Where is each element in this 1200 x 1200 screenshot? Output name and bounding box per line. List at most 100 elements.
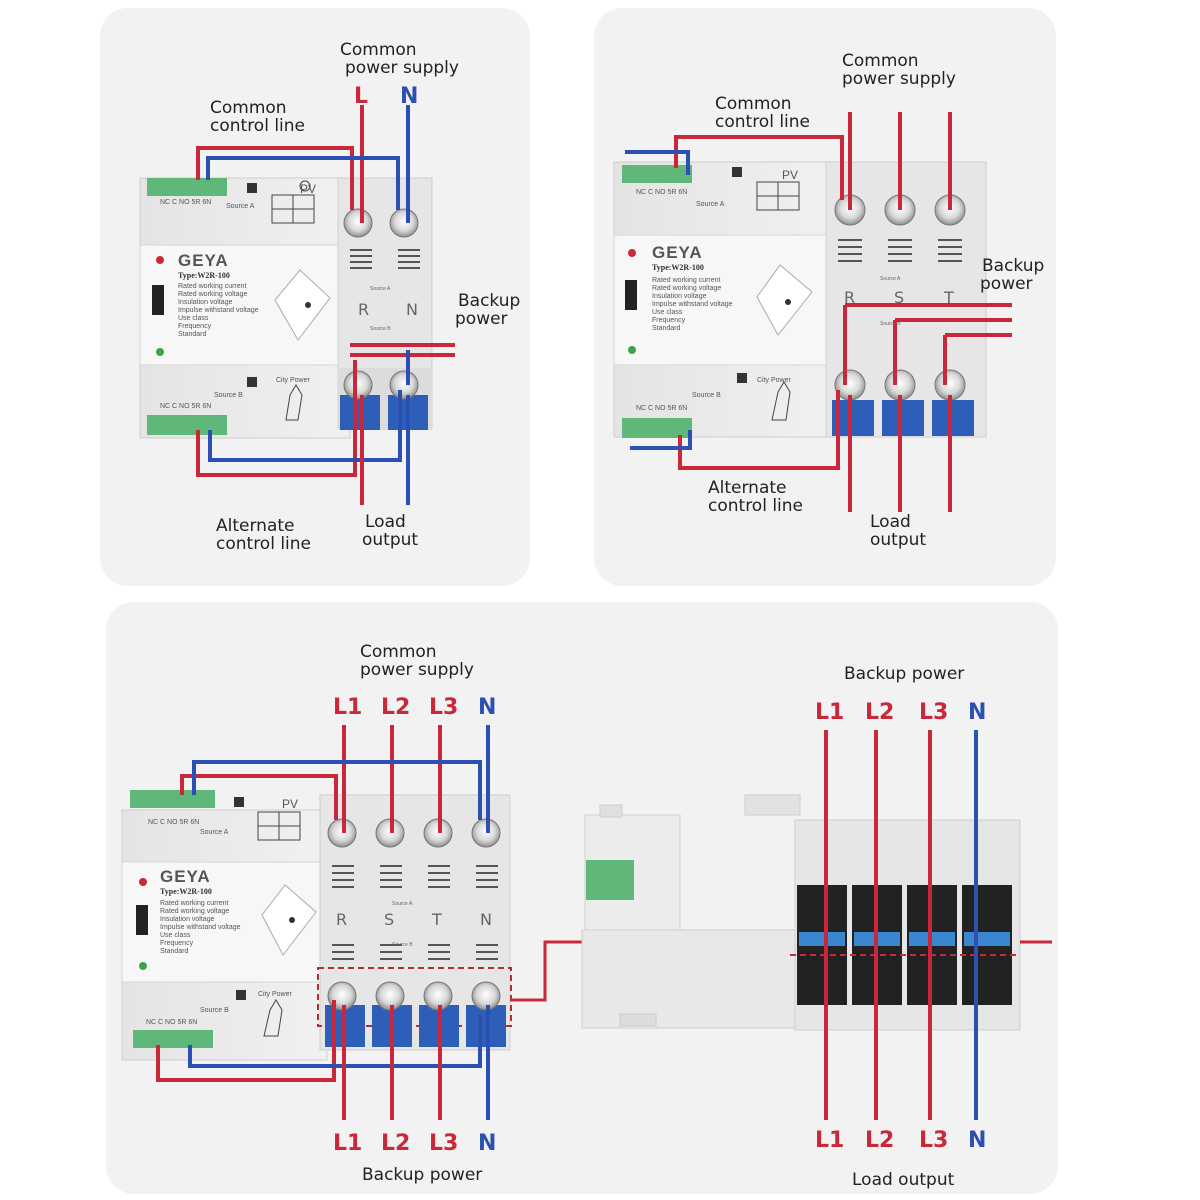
blue-terminal — [882, 400, 924, 436]
svg-text:Type:W2R-100: Type:W2R-100 — [160, 887, 212, 896]
indicator-a-icon — [156, 256, 164, 264]
brand-label: GEYA — [178, 251, 229, 270]
svg-text:Source A: Source A — [370, 286, 391, 292]
indicator-b-icon — [139, 962, 147, 970]
svg-text:Impulse withstand voltage: Impulse withstand voltage — [178, 307, 259, 314]
indicator-a-icon — [628, 249, 636, 257]
blue-band — [964, 932, 1010, 946]
label-common-control-line: Common — [210, 98, 287, 118]
rotary-knob — [756, 264, 813, 336]
label-alternate-control-line: Alternate — [708, 478, 786, 498]
svg-text:NC C NO 5R 6N: NC C NO 5R 6N — [148, 819, 199, 826]
svg-text:S: S — [384, 910, 394, 929]
svg-text:Use class: Use class — [652, 309, 683, 316]
label-load-output: Load — [870, 512, 911, 532]
jumper-box — [317, 967, 512, 1027]
panel2-wires — [625, 112, 1012, 512]
panel2-labels: Common power supply Common control line … — [708, 51, 1044, 550]
svg-text:L1: L1 — [333, 1131, 362, 1156]
mode-switch — [136, 905, 148, 935]
label-common-control-line: Common — [715, 94, 792, 114]
svg-text:Source A: Source A — [392, 901, 413, 907]
panel3-breaker — [581, 794, 1021, 1031]
label-common-power-supply: Common — [340, 40, 417, 60]
label-common-power-supply: Common — [842, 51, 919, 71]
label-load-output: Load — [365, 512, 406, 532]
svg-text:L3: L3 — [429, 1131, 458, 1156]
svg-text:City Power: City Power — [258, 991, 293, 998]
panel3-left-labels: Common power supply L1 L2 L3 N L1 L2 L3 … — [333, 642, 496, 1185]
svg-text:power: power — [455, 309, 508, 329]
svg-text:N: N — [478, 1131, 496, 1156]
svg-text:Insulation voltage: Insulation voltage — [160, 916, 215, 923]
svg-text:Source B: Source B — [370, 326, 391, 332]
svg-text:control line: control line — [708, 496, 803, 516]
svg-text:Frequency: Frequency — [160, 940, 194, 947]
svg-text:NC C NO 5R 6N: NC C NO 5R 6N — [146, 1019, 197, 1026]
svg-text:Source B: Source B — [200, 1007, 229, 1014]
screw-terminal — [389, 208, 419, 238]
svg-text:Type:W2R-100: Type:W2R-100 — [652, 263, 704, 272]
svg-text:output: output — [870, 530, 926, 550]
terminal-strip-bottom — [133, 1030, 213, 1048]
mode-switch — [152, 285, 164, 315]
svg-text:control line: control line — [715, 112, 810, 132]
screw-terminal — [389, 370, 419, 400]
svg-text:Source A: Source A — [226, 203, 255, 210]
svg-text:Standard: Standard — [160, 948, 189, 955]
panel3-device: GEYA Type:W2R-100 Rated working current … — [121, 790, 512, 1061]
svg-text:Rated working current: Rated working current — [652, 277, 721, 284]
svg-text:Impulse withstand voltage: Impulse withstand voltage — [160, 924, 241, 931]
svg-text:Use class: Use class — [178, 315, 209, 322]
power-tower-icon — [771, 381, 791, 421]
svg-text:Type:W2R-100: Type:W2R-100 — [178, 271, 230, 280]
svg-text:Insulation voltage: Insulation voltage — [178, 299, 233, 306]
svg-text:Rated working voltage: Rated working voltage — [178, 291, 247, 298]
svg-text:NC C NO 5R 6N: NC C NO 5R 6N — [636, 189, 687, 196]
svg-text:Source A: Source A — [200, 829, 229, 836]
svg-text:Source B: Source B — [392, 942, 413, 948]
svg-text:T: T — [431, 910, 442, 929]
panel1-wires — [196, 105, 455, 505]
indicator-b-icon — [628, 346, 636, 354]
label-backup-power-bottom: Backup power — [362, 1165, 482, 1185]
terminal-block — [586, 860, 634, 900]
terminal-strip-bottom — [622, 418, 692, 438]
terminal-strip-top — [130, 790, 215, 808]
svg-text:Standard: Standard — [178, 331, 207, 338]
svg-text:Rated working current: Rated working current — [160, 900, 229, 907]
svg-text:NC C NO 5R 6N: NC C NO 5R 6N — [160, 403, 211, 410]
label-backup-power: Backup — [458, 291, 520, 311]
svg-text:control line: control line — [210, 116, 305, 136]
svg-text:Standard: Standard — [652, 325, 681, 332]
terminal-strip-top — [147, 178, 227, 196]
svg-text:PV: PV — [782, 168, 798, 182]
indicator-b-icon — [156, 348, 164, 356]
terminal-strip-top — [622, 165, 692, 183]
panel2-device: GEYA Type:W2R-100 Rated working current … — [613, 161, 987, 438]
svg-text:L2: L2 — [381, 695, 410, 720]
svg-text:L1: L1 — [333, 695, 362, 720]
svg-text:NC C NO 5R 6N: NC C NO 5R 6N — [636, 405, 687, 412]
svg-text:Source B: Source B — [214, 392, 243, 399]
panel3-left-wires — [156, 725, 582, 1120]
svg-text:Source A: Source A — [696, 201, 725, 208]
svg-text:power supply: power supply — [360, 660, 474, 680]
svg-text:Rated working current: Rated working current — [178, 283, 247, 290]
terminal-l-label: L — [354, 84, 368, 109]
label-backup-power: Backup — [982, 256, 1044, 276]
label-backup-power-top: Backup power — [844, 664, 964, 684]
svg-text:Frequency: Frequency — [178, 323, 212, 330]
svg-text:L2: L2 — [865, 1128, 894, 1153]
svg-text:L2: L2 — [381, 1131, 410, 1156]
svg-text:PV: PV — [300, 182, 316, 196]
svg-text:PV: PV — [282, 797, 298, 811]
svg-text:T: T — [943, 288, 954, 307]
svg-text:L2: L2 — [865, 700, 894, 725]
svg-text:NC C NO 5R 6N: NC C NO 5R 6N — [160, 199, 211, 206]
label-common-power-supply: Common — [360, 642, 437, 662]
panel1-labels: Common power supply L N Common control l… — [210, 40, 520, 554]
svg-text:output: output — [362, 530, 418, 550]
svg-text:Rated working voltage: Rated working voltage — [652, 285, 721, 292]
